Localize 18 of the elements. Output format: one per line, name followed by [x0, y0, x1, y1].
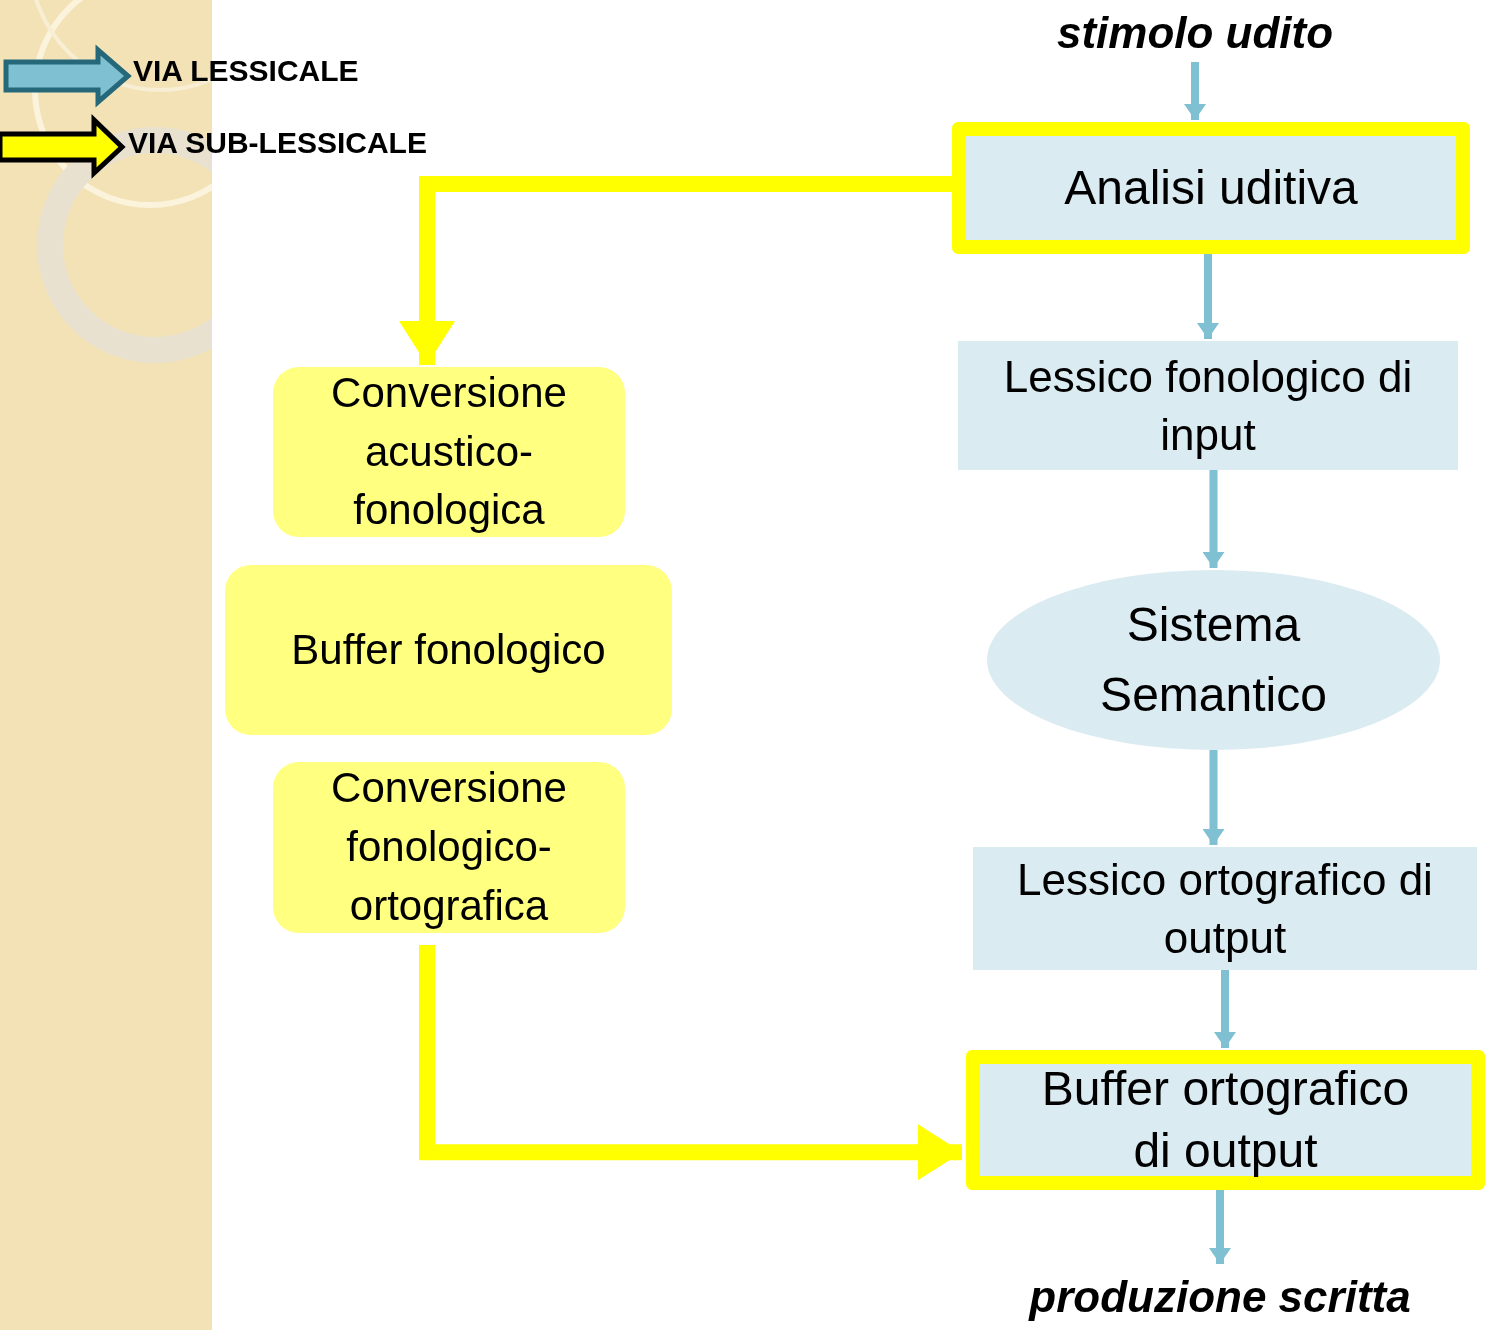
process-box: Conversione acustico-fonologica: [273, 367, 625, 537]
arrow: [1214, 970, 1236, 1048]
legend-label: VIA LESSICALE: [133, 56, 359, 86]
arrow: [419, 945, 962, 1181]
arrow: [1202, 470, 1225, 568]
process-ellipse: Sistema Semantico: [987, 570, 1440, 750]
process-box: Analisi uditiva: [952, 122, 1470, 254]
arrow: [399, 176, 952, 365]
process-box: Lessico ortografico di output: [973, 847, 1477, 970]
arrow: [1202, 750, 1225, 845]
process-box: Lessico fonologico di input: [958, 341, 1458, 470]
legend-label: VIA SUB-LESSICALE: [128, 128, 427, 158]
process-box: Buffer ortografico di output: [966, 1050, 1485, 1190]
process-box: Buffer fonologico: [225, 565, 672, 735]
arrow: [1197, 254, 1219, 339]
process-box: Conversione fonologico-ortografica: [273, 762, 625, 933]
terminal-label: stimolo udito: [1010, 4, 1380, 62]
terminal-label: produzione scritta: [975, 1266, 1465, 1328]
